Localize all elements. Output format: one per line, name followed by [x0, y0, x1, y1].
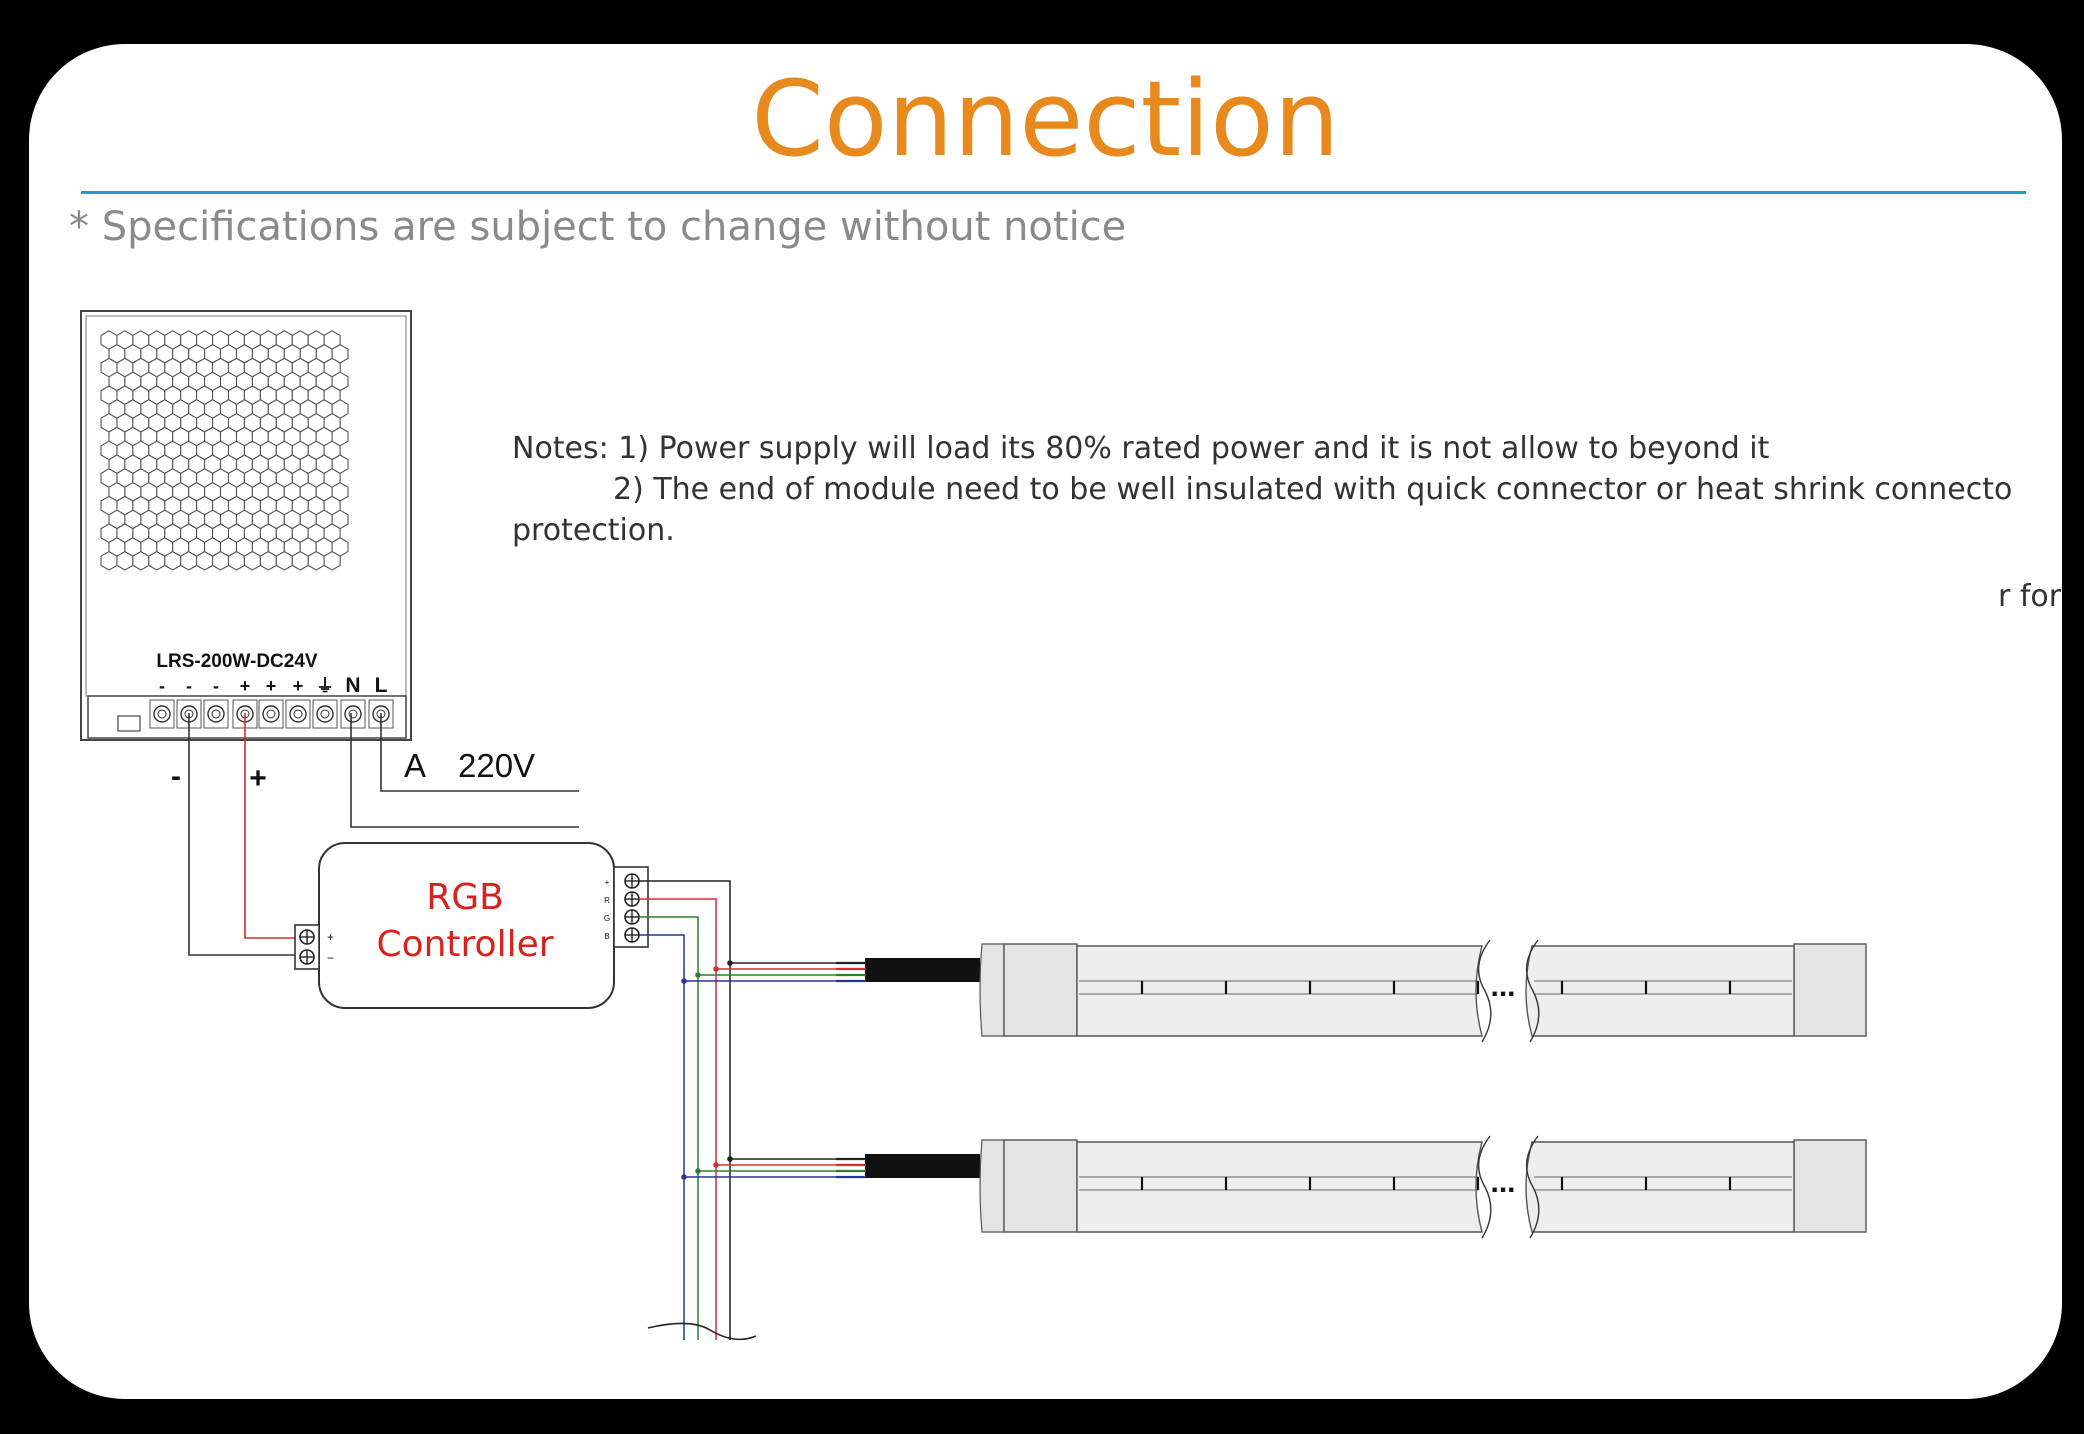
note-line-4: r for	[1998, 579, 2062, 614]
controller-output-label: R	[604, 896, 610, 905]
psu-terminal-label: -	[186, 676, 192, 696]
controller-input-terminal: + −	[294, 924, 334, 970]
note-line-3: protection.	[512, 513, 675, 548]
notes-block: Notes: 1) Power supply will load its 80%…	[512, 428, 2061, 614]
psu-terminal-label: +	[240, 676, 251, 696]
psu-model-label: LRS-200W-DC24V	[156, 651, 317, 672]
psu-terminal-label: L	[375, 674, 388, 697]
psu-controller-wires	[188, 713, 296, 956]
controller-label-controller: Controller	[376, 924, 553, 965]
psu-terminal-label: +	[293, 676, 304, 696]
vent-grille	[100, 330, 392, 640]
note-line-1: Notes: 1) Power supply will load its 80%…	[512, 431, 1770, 466]
title-divider	[81, 191, 2026, 194]
page-title: Connection	[751, 58, 1340, 180]
mains-input: A 220V	[350, 713, 579, 828]
psu-output-minus-label: -	[171, 760, 181, 793]
controller-output-label: B	[604, 932, 609, 941]
spec-disclaimer: * Specifications are subject to change w…	[69, 204, 1127, 250]
psu-output-plus-label: +	[249, 762, 267, 795]
led-strip: ...	[836, 1135, 1867, 1239]
led-strips: ......	[836, 939, 1867, 1239]
psu-terminal-label: N	[345, 674, 360, 697]
rgb-controller: RGB Controller + − + RGB	[294, 842, 649, 1009]
strip-continuation-mark: ...	[1490, 970, 1515, 1003]
psu-terminal-label: +	[266, 676, 277, 696]
led-strip: ...	[836, 939, 1867, 1043]
mains-label: A	[404, 747, 426, 784]
strip-continuation-mark: ...	[1490, 1166, 1515, 1199]
controller-input-minus: −	[327, 951, 334, 965]
controller-output-label: G	[604, 914, 610, 923]
controller-label-rgb: RGB	[426, 877, 504, 918]
psu-terminal-label: -	[159, 676, 165, 696]
psu-terminal-label: ⏚	[316, 676, 334, 696]
controller-input-plus: +	[327, 930, 334, 944]
controller-output-label: +	[605, 878, 610, 887]
rgb-output-bus	[639, 880, 836, 1341]
psu-terminal-label: -	[213, 676, 219, 696]
mains-voltage: 220V	[458, 747, 535, 784]
note-line-2: 2) The end of module need to be well ins…	[613, 472, 2013, 507]
